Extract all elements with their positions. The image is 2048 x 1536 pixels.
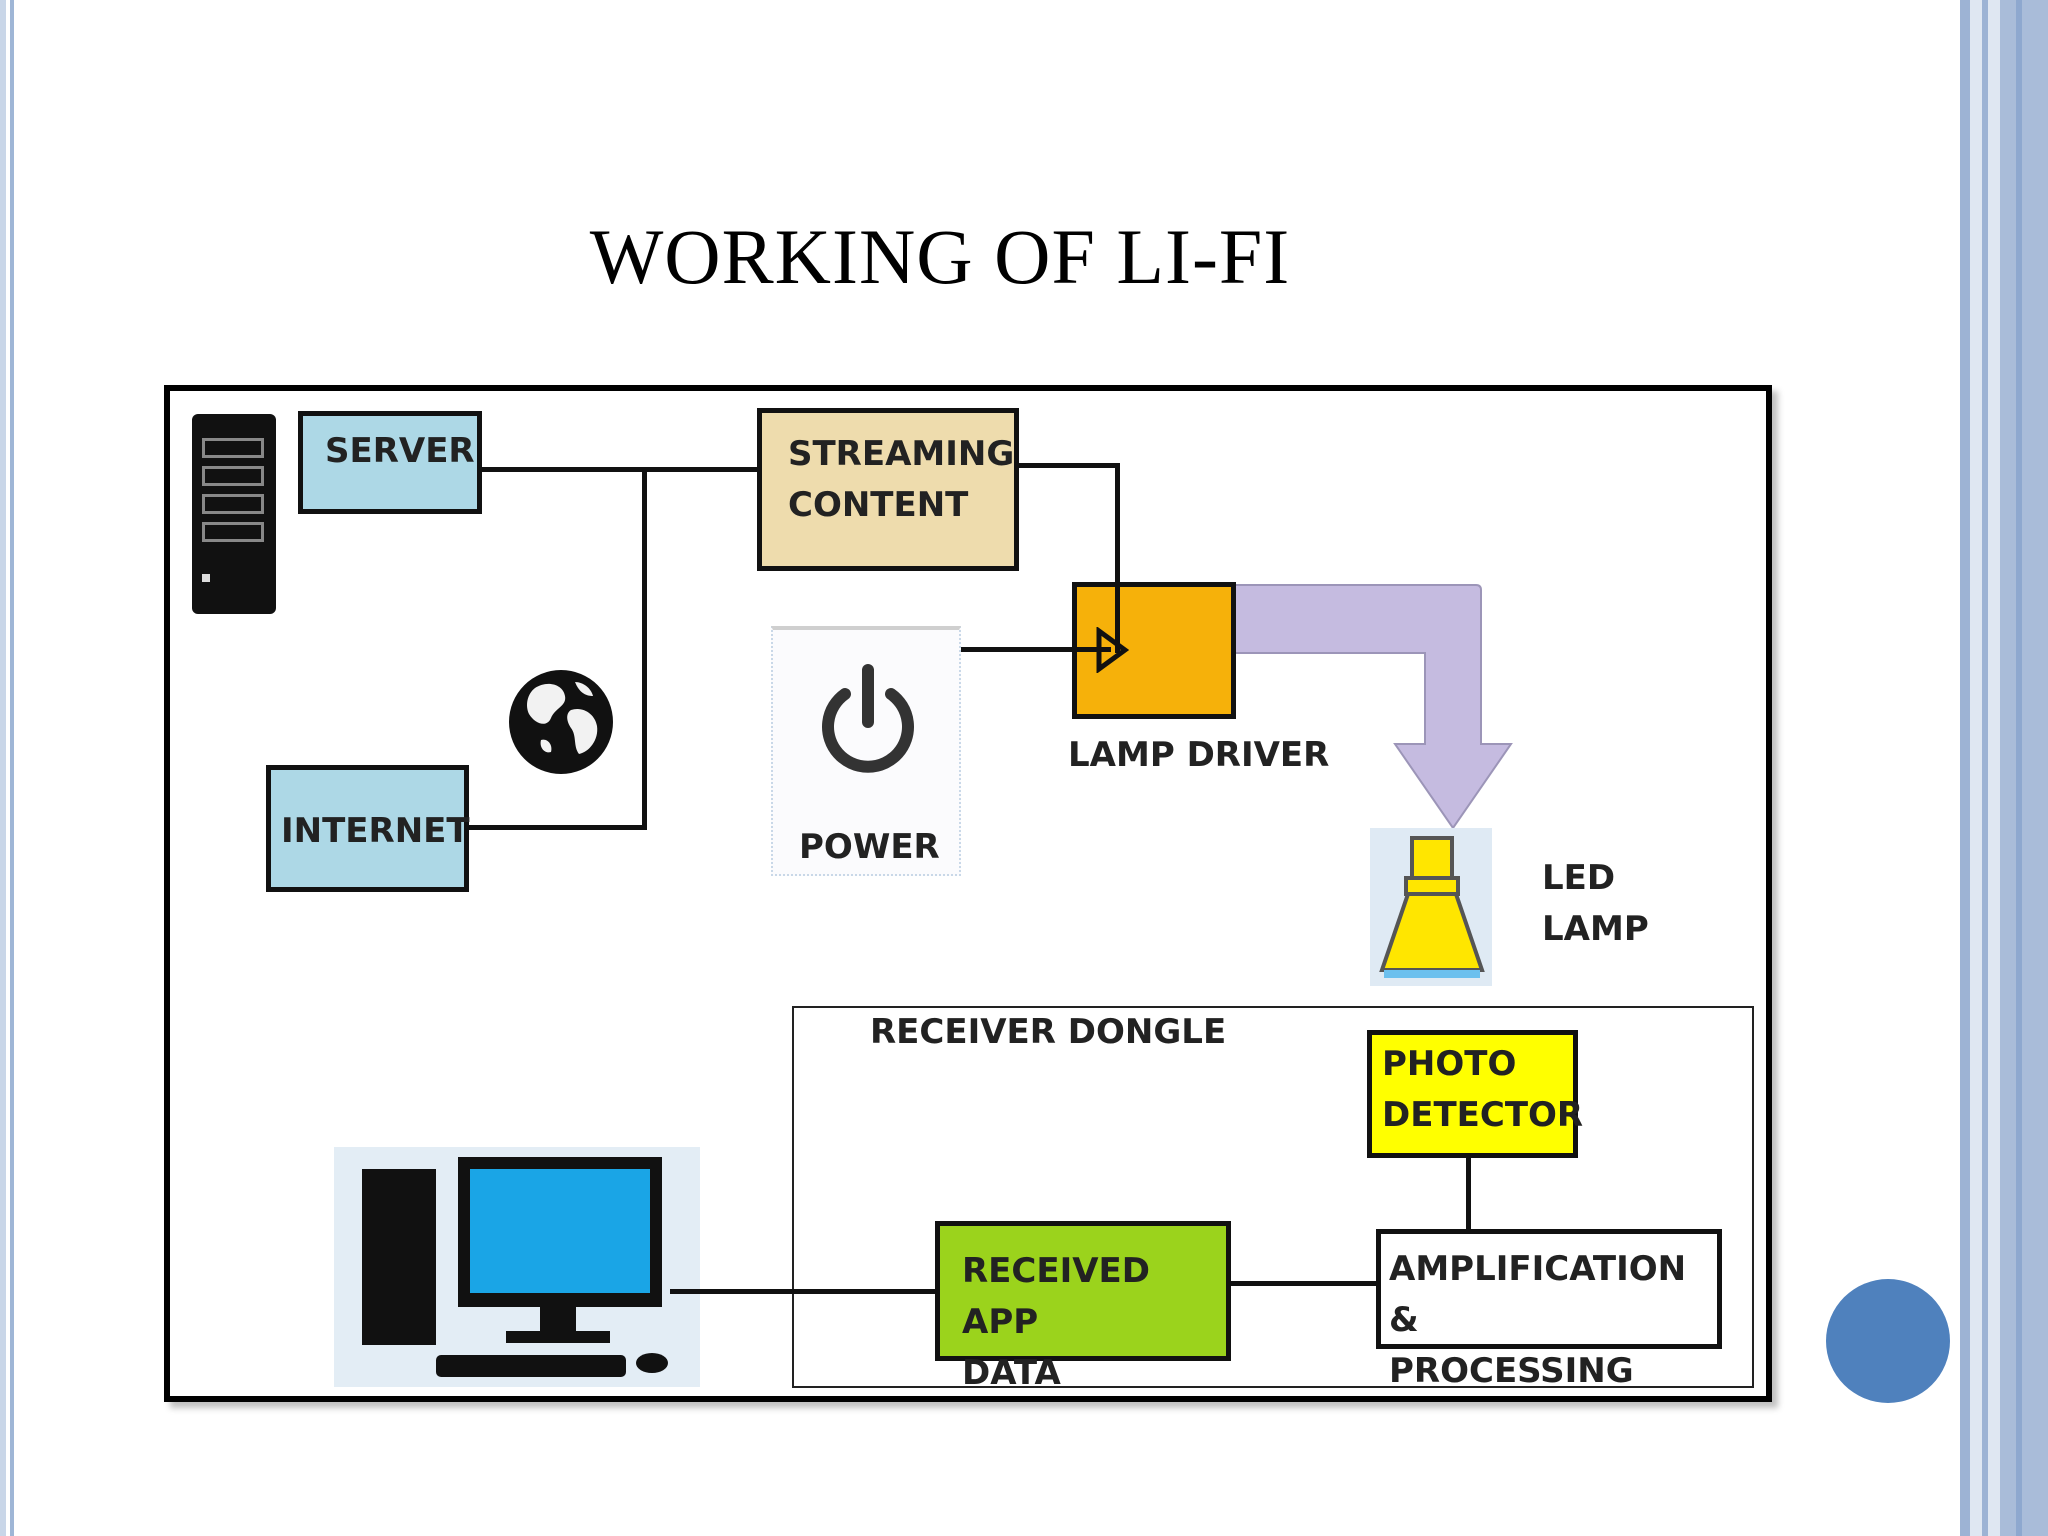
slide-left-border: [0, 0, 14, 1536]
power-box: POWER: [771, 626, 961, 876]
led-lamp-icon: [1370, 828, 1492, 986]
received-app-data-box: RECEIVED APP DATA: [935, 1221, 1231, 1393]
internet-box: INTERNET: [266, 765, 470, 892]
power-label: POWER: [799, 827, 940, 867]
amplification-box: AMPLIFICATION & PROCESSING: [1376, 1229, 1722, 1391]
server-box: SERVER: [298, 411, 482, 514]
received-app-data-line1: RECEIVED APP: [962, 1251, 1150, 1342]
lamp-driver-label: LAMP DRIVER: [1068, 735, 1330, 775]
desktop-computer-icon: [334, 1147, 700, 1387]
power-icon: [822, 664, 914, 773]
light-arrow-icon: [1230, 584, 1513, 830]
app-data-to-computer-line: [670, 1289, 935, 1294]
receiver-dongle-label: RECEIVER DONGLE: [870, 1012, 1227, 1052]
server-to-streaming-line: [482, 467, 757, 472]
internet-riser-line: [642, 469, 647, 830]
driver-input-arrow: [1096, 627, 1129, 673]
photo-detector-line2: DETECTOR: [1382, 1095, 1584, 1135]
led-lamp-label: LED LAMP: [1542, 853, 1649, 955]
power-to-driver-line: [961, 647, 1111, 652]
photo-detector-box: PHOTO DETECTOR: [1367, 1030, 1584, 1158]
server-label: SERVER: [325, 431, 475, 471]
received-app-data-line2: DATA: [962, 1353, 1061, 1393]
photo-detector-line1: PHOTO: [1382, 1044, 1517, 1084]
led-lamp-label-line1: LED: [1542, 858, 1616, 898]
lifi-diagram: SERVER STREAMING CONTENT INTERNET POWER …: [164, 385, 1772, 1402]
receiver-dongle: [792, 1006, 1754, 1388]
server-tower-icon: [192, 414, 276, 614]
globe-icon: [509, 670, 613, 774]
amplification-line2: PROCESSING: [1389, 1351, 1634, 1391]
amplifier-to-app-data-line: [1231, 1281, 1376, 1286]
slide-title: WORKING OF LI-FI: [589, 213, 1291, 300]
detector-to-amplifier-line: [1466, 1158, 1471, 1231]
streaming-content-box: STREAMING CONTENT: [757, 408, 1019, 571]
streaming-label-line2: CONTENT: [788, 485, 969, 525]
led-lamp-label-line2: LAMP: [1542, 909, 1649, 949]
streaming-label-line1: STREAMING: [788, 434, 1015, 474]
internet-label: INTERNET: [281, 811, 470, 851]
streaming-to-driver-line: [1019, 463, 1119, 468]
streaming-to-driver-drop: [1115, 463, 1120, 653]
slide-right-border: [1960, 0, 2048, 1536]
slide-accent-dot: [1826, 1279, 1950, 1403]
internet-to-bus-line: [469, 825, 647, 830]
amplification-line1: AMPLIFICATION &: [1389, 1249, 1687, 1340]
